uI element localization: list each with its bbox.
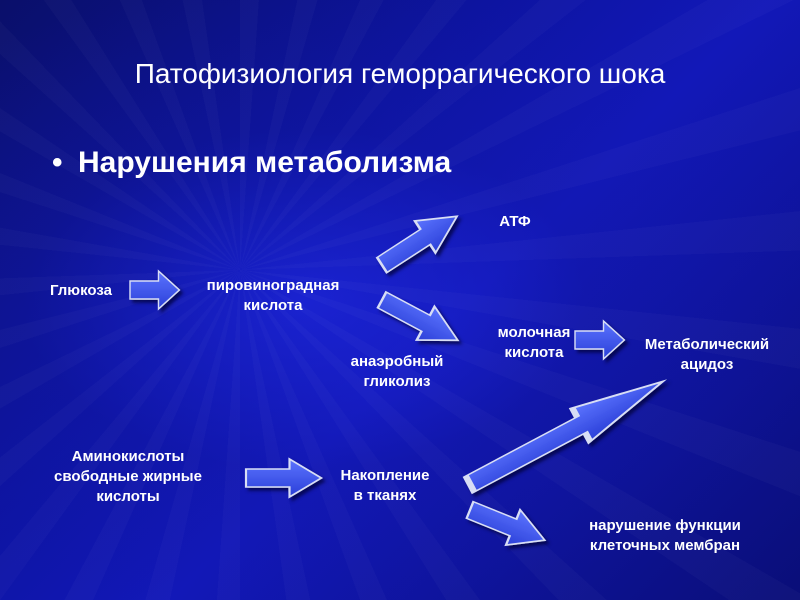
node-amino-fatty-acids: Аминокислоты свободные жирные кислоты: [54, 448, 202, 505]
node-anaerobic-glycolysis: анаэробный гликолиз: [350, 353, 444, 390]
bullet-text: Нарушения метаболизма: [78, 146, 452, 179]
slide-title: Патофизиология геморрагического шока: [134, 58, 666, 89]
node-metabolic-acidosis: Метаболический ацидоз: [644, 336, 770, 373]
bullet-marker: •: [52, 146, 63, 179]
node-glucose: Глюкоза: [50, 282, 112, 299]
arrow-pyruvic-to-atp: [370, 199, 469, 283]
arrow-pyruvic-to-lactic: [371, 282, 468, 359]
arrow-accumulation-to-membrane: [461, 491, 553, 559]
node-lactic-acid: молочная кислота: [497, 324, 571, 361]
node-atp: АТФ: [499, 213, 531, 230]
node-pyruvic-acid: пировиноградная кислота: [206, 277, 340, 314]
arrow-amino-to-accumulation: [244, 457, 323, 499]
arrow-accumulation-to-acidosis: [461, 365, 672, 501]
node-membrane-dysfunction: нарушение функции клеточных мембран: [589, 517, 741, 554]
node-tissue-accumulation: Накопление в тканях: [340, 467, 430, 504]
bullet-heading: • Нарушения метаболизма: [52, 146, 451, 180]
arrow-glucose-to-pyruvic: [129, 270, 181, 310]
